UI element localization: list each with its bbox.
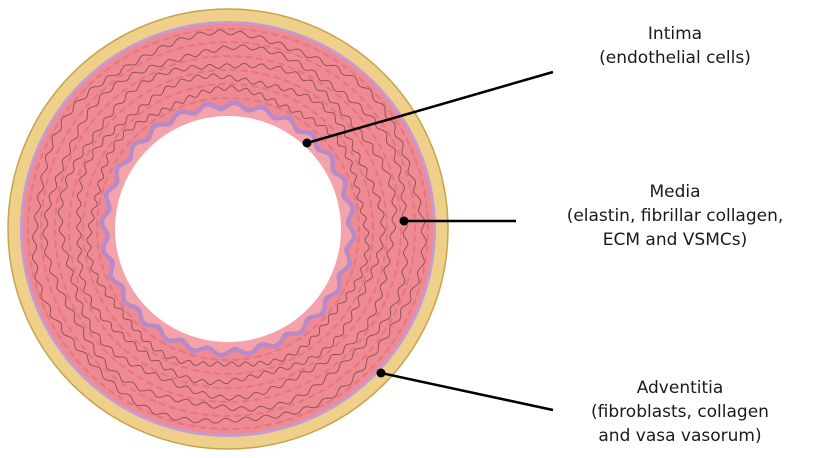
media-description-line-2: ECM and VSMCs)	[530, 228, 820, 252]
adventitia-description-line-2: and vasa vasorum)	[555, 424, 805, 448]
smooth-muscle-cell	[358, 225, 360, 233]
adventitia-label: Adventitia (fibroblasts, collagen and va…	[555, 376, 805, 448]
smooth-muscle-cell	[224, 373, 232, 375]
intima-title: Intima	[560, 22, 790, 46]
adventitia-description-line-1: (fibroblasts, collagen	[555, 400, 805, 424]
media-label: Media (elastin, fibrillar collagen, ECM …	[530, 180, 820, 252]
intima-leader-dot	[303, 139, 312, 148]
media-title: Media	[530, 180, 820, 204]
intima-label: Intima (endothelial cells)	[560, 22, 790, 70]
media-leader-dot	[400, 217, 409, 226]
vessel-lumen	[115, 116, 341, 342]
adventitia-leader-dot	[377, 369, 386, 378]
adventitia-leader-line	[381, 373, 553, 410]
intima-description: (endothelial cells)	[560, 46, 790, 70]
smooth-muscle-cell	[224, 387, 232, 389]
adventitia-title: Adventitia	[555, 376, 805, 400]
media-description-line-1: (elastin, fibrillar collagen,	[530, 204, 820, 228]
